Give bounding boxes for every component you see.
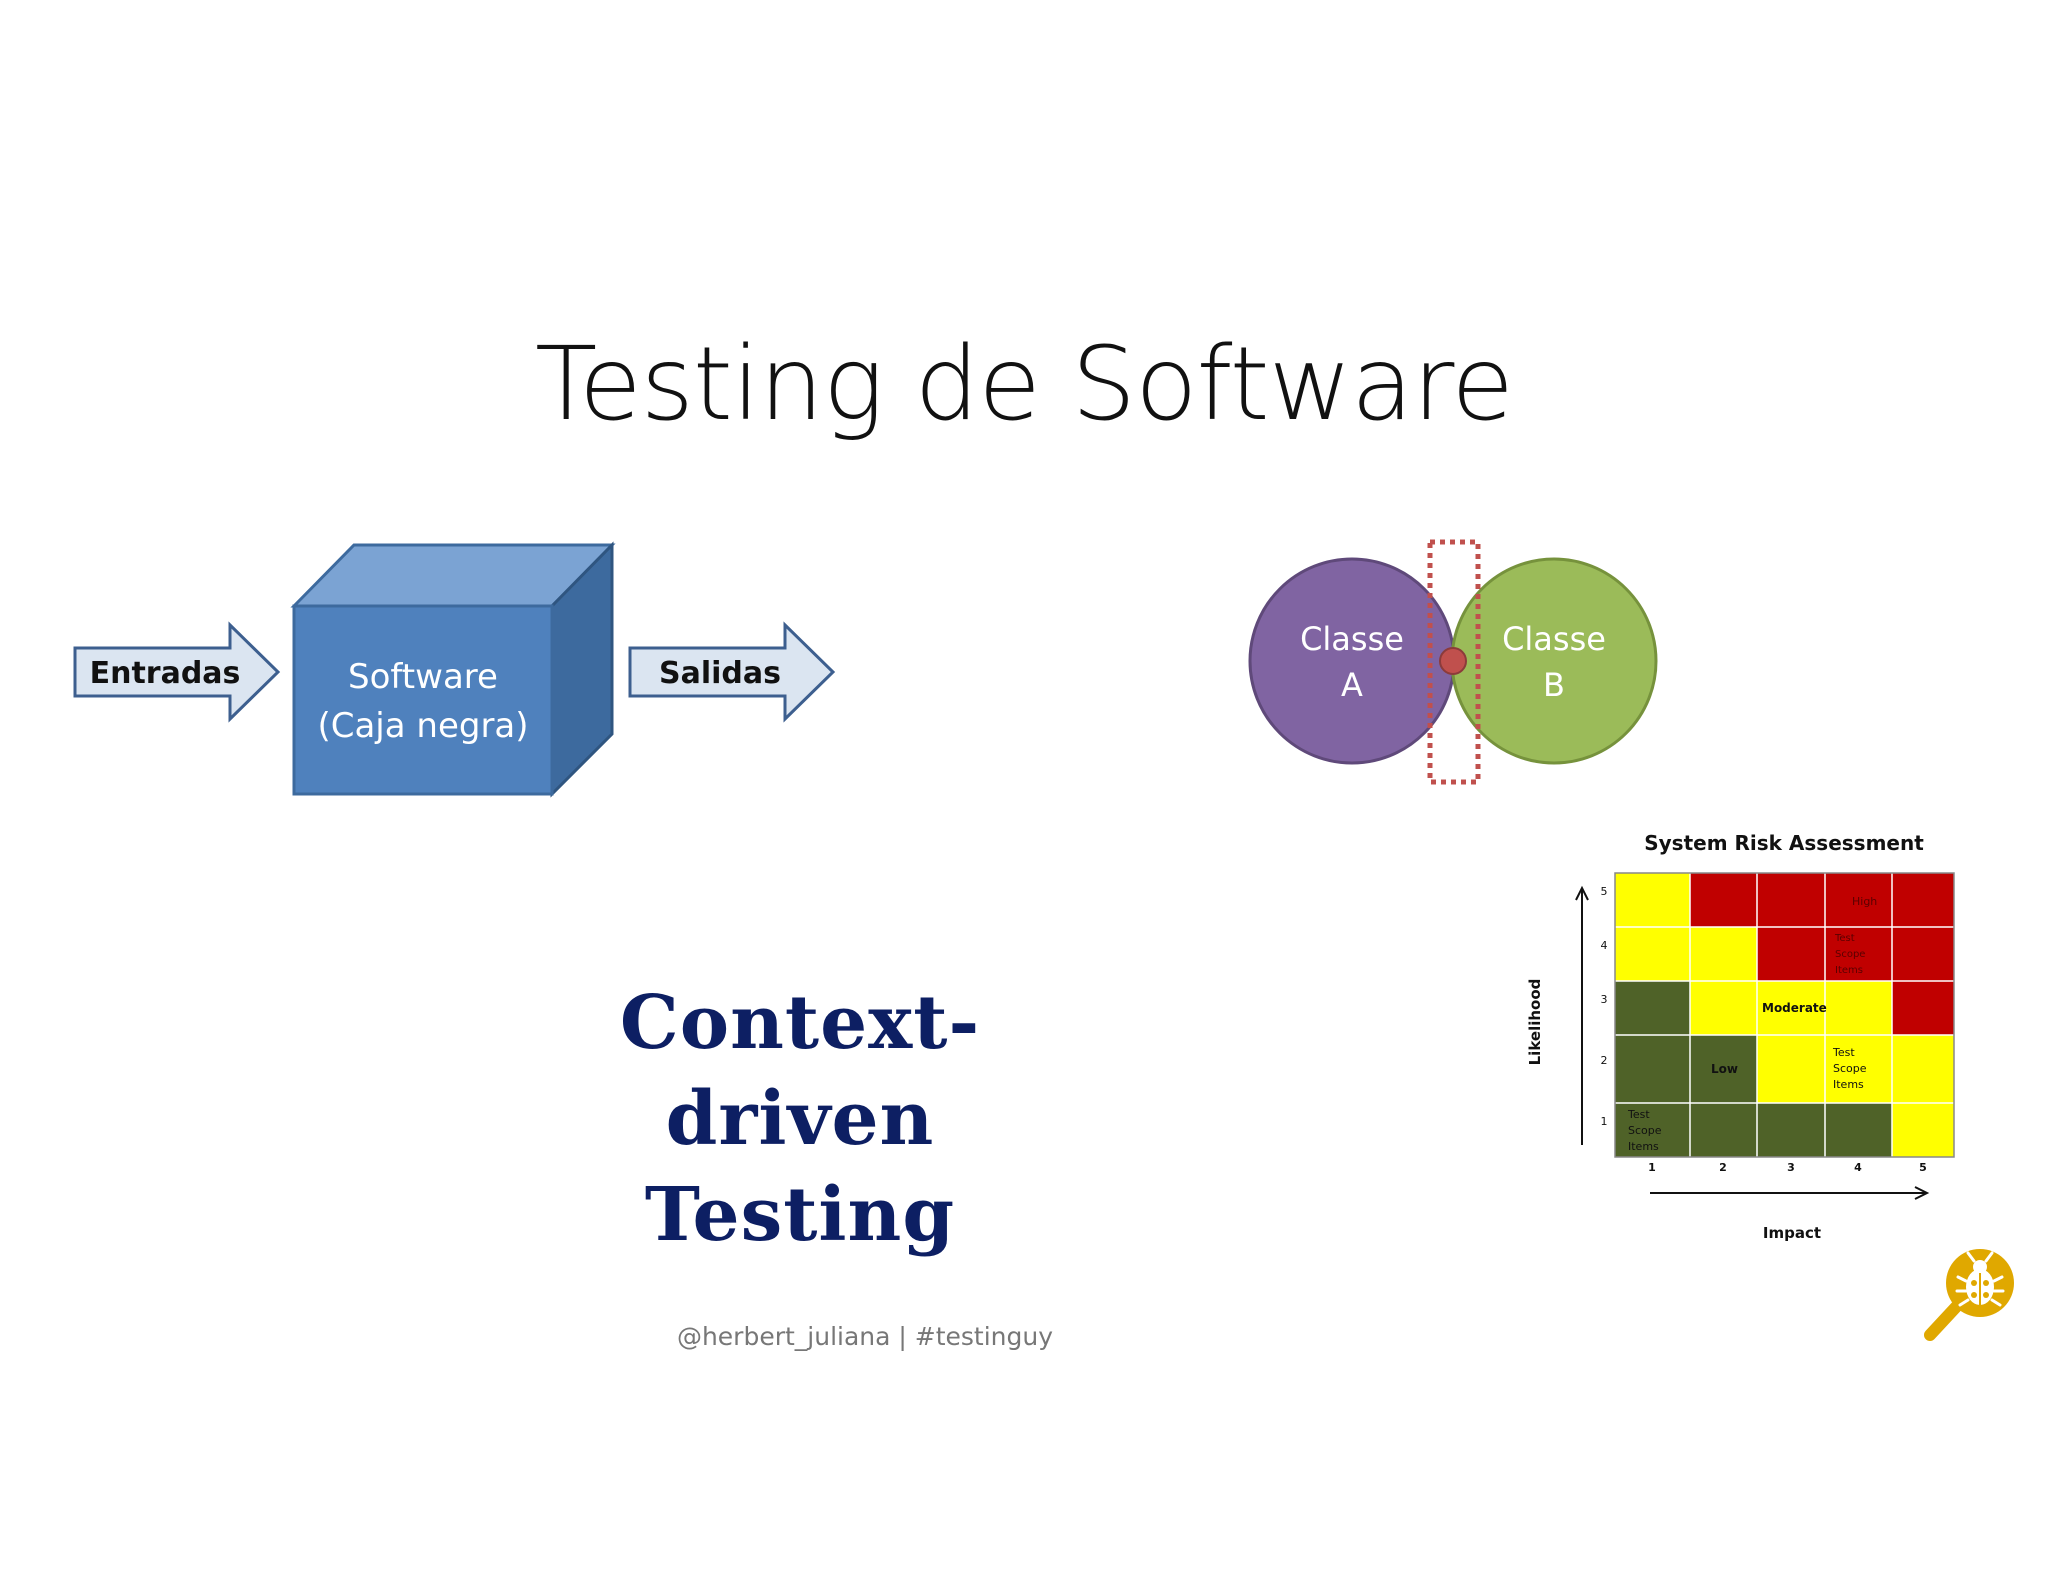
- black-box-diagram: Entradas Software (Caja negra) Salidas: [73, 541, 836, 798]
- impact-arrow: [1650, 1186, 1930, 1200]
- high-items-line2: Scope: [1835, 949, 1865, 960]
- class-a-label-line2: A: [1341, 666, 1363, 704]
- y-tick-4: 4: [1601, 939, 1608, 952]
- cell-5-5: [1892, 873, 1954, 927]
- equivalence-classes-diagram: Classe A Classe B: [1248, 539, 1658, 785]
- x-tick-1: 1: [1648, 1161, 1656, 1174]
- class-b-circle: [1450, 557, 1658, 765]
- magnifier-bug-icon: [1924, 1249, 2014, 1341]
- y-tick-5: 5: [1601, 885, 1608, 898]
- cell-1-2: [1690, 1103, 1757, 1157]
- x-axis-label: Impact: [1763, 1224, 1821, 1242]
- context-driven-title: Context-driven Testing: [500, 975, 1100, 1263]
- cell-3-4: [1825, 981, 1892, 1035]
- cell-1-5: [1892, 1103, 1954, 1157]
- context-line-2: Testing: [644, 1172, 956, 1258]
- y-tick-2: 2: [1601, 1054, 1608, 1067]
- risk-matrix: System Risk Assessment: [1526, 831, 1955, 1242]
- y-tick-1: 1: [1601, 1115, 1608, 1128]
- y-axis-label: Likelihood: [1526, 979, 1544, 1066]
- risk-matrix-title: System Risk Assessment: [1644, 831, 1924, 855]
- label-low: Low: [1711, 1062, 1738, 1076]
- cell-2-4: [1825, 1035, 1892, 1103]
- class-a-circle: [1248, 557, 1456, 765]
- high-items-line1: Test: [1834, 933, 1855, 944]
- cell-5-3: [1757, 873, 1825, 927]
- cell-3-5: [1892, 981, 1954, 1035]
- label-moderate: Moderate: [1762, 1001, 1827, 1015]
- cell-4-2: [1690, 927, 1757, 981]
- label-high: High: [1852, 895, 1877, 908]
- x-tick-3: 3: [1787, 1161, 1795, 1174]
- low-items-line1: Test: [1627, 1108, 1650, 1121]
- cell-2-1: [1615, 1035, 1690, 1103]
- cell-2-2: [1690, 1035, 1757, 1103]
- moderate-items-line1: Test: [1832, 1046, 1855, 1059]
- matrix-grid: [1615, 873, 1954, 1157]
- cell-3-2: [1690, 981, 1757, 1035]
- software-box: Software (Caja negra): [290, 541, 616, 798]
- class-b-label-line1: Classe: [1502, 620, 1606, 658]
- cell-2-5: [1892, 1035, 1954, 1103]
- likelihood-arrow: [1575, 885, 1589, 1145]
- page-title: Testing de Software: [534, 325, 1514, 444]
- inputs-arrow: Entradas: [73, 621, 281, 723]
- low-items-line2: Scope: [1628, 1124, 1662, 1137]
- x-tick-2: 2: [1719, 1161, 1727, 1174]
- cell-3-3: [1757, 981, 1825, 1035]
- box-label-line2: (Caja negra): [317, 706, 528, 746]
- cell-4-1: [1615, 927, 1690, 981]
- x-tick-4: 4: [1854, 1161, 1862, 1174]
- cell-3-1: [1615, 981, 1690, 1035]
- cell-1-3: [1757, 1103, 1825, 1157]
- x-tick-5: 5: [1919, 1161, 1927, 1174]
- cell-1-4: [1825, 1103, 1892, 1157]
- outputs-arrow: Salidas: [628, 621, 836, 723]
- class-a-label-line1: Classe: [1300, 620, 1404, 658]
- outputs-label: Salidas: [659, 656, 781, 691]
- inputs-label: Entradas: [90, 656, 241, 691]
- cell-4-4: [1825, 927, 1892, 981]
- cell-2-3: [1757, 1035, 1825, 1103]
- moderate-items-line3: Items: [1833, 1078, 1864, 1091]
- cell-5-2: [1690, 873, 1757, 927]
- cell-5-4: [1825, 873, 1892, 927]
- y-tick-3: 3: [1601, 993, 1608, 1006]
- boundary-point: [1439, 647, 1467, 675]
- cell-4-3: [1757, 927, 1825, 981]
- high-items-line3: Items: [1835, 965, 1863, 976]
- cell-5-1: [1615, 873, 1690, 927]
- class-b-label-line2: B: [1543, 666, 1565, 704]
- footer-handle: @herbert_juliana | #testinguy: [676, 1322, 1054, 1351]
- cell-4-5: [1892, 927, 1954, 981]
- context-line-1: Context-driven: [619, 980, 981, 1162]
- cell-1-1: [1615, 1103, 1690, 1157]
- box-label-line1: Software: [348, 657, 498, 697]
- moderate-items-line2: Scope: [1833, 1062, 1867, 1075]
- low-items-line3: Items: [1628, 1140, 1659, 1153]
- boundary-box: [1427, 539, 1481, 785]
